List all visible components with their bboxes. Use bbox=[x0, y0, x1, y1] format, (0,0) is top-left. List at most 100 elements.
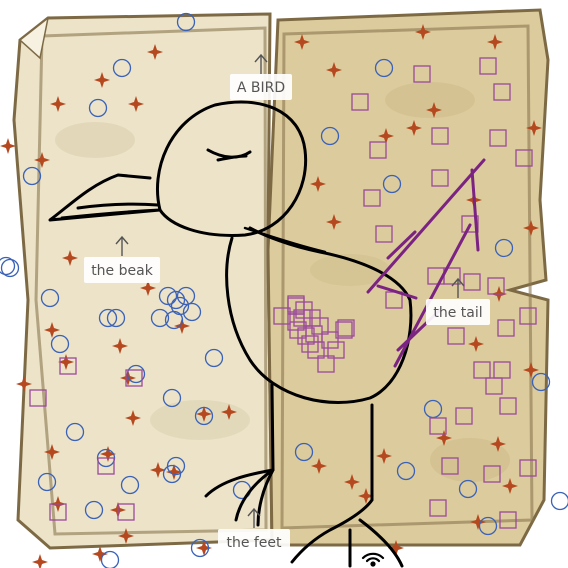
star-marker-icon bbox=[32, 554, 48, 568]
annotation-feet-label: the feet bbox=[226, 535, 282, 551]
circle-marker-icon bbox=[382, 174, 402, 194]
square-marker-icon bbox=[497, 319, 515, 337]
square-marker-icon bbox=[441, 457, 459, 475]
square-marker-icon bbox=[117, 503, 135, 521]
annotation-beak: the beak bbox=[84, 235, 160, 283]
square-marker-icon bbox=[363, 189, 381, 207]
square-marker-icon bbox=[487, 277, 505, 295]
annotation-title: A BIRD bbox=[230, 53, 292, 100]
square-marker-icon bbox=[369, 141, 387, 159]
tail-feather bbox=[470, 168, 480, 252]
bird-left-leg bbox=[204, 383, 275, 527]
circle-marker-icon bbox=[50, 334, 70, 354]
circle-marker-icon bbox=[374, 58, 394, 78]
square-marker-icon bbox=[375, 225, 393, 243]
paper-stain bbox=[310, 254, 390, 286]
circle-marker-icon bbox=[120, 475, 140, 495]
circle-marker-icon bbox=[182, 302, 202, 322]
square-marker-icon bbox=[327, 341, 345, 359]
paper-stain bbox=[430, 438, 510, 482]
square-marker-icon bbox=[317, 355, 335, 373]
square-marker-icon bbox=[431, 127, 449, 145]
wifi-signal-icon bbox=[361, 552, 385, 567]
circle-marker-icon bbox=[478, 516, 498, 536]
circle-marker-icon bbox=[550, 491, 568, 511]
circle-marker-icon bbox=[84, 500, 104, 520]
square-marker-icon bbox=[351, 93, 369, 111]
square-marker-icon bbox=[483, 465, 501, 483]
paper-right-inner-border bbox=[280, 24, 534, 530]
square-marker-icon bbox=[431, 169, 449, 187]
square-marker-icon bbox=[447, 327, 465, 345]
circle-marker-icon bbox=[204, 348, 224, 368]
circle-marker-icon bbox=[531, 372, 551, 392]
circle-marker-icon bbox=[176, 286, 196, 306]
map-markers bbox=[0, 12, 568, 568]
circle-marker-icon bbox=[126, 364, 146, 384]
circle-marker-icon bbox=[112, 58, 132, 78]
circle-marker-icon bbox=[40, 288, 60, 308]
square-marker-icon bbox=[49, 503, 67, 521]
circle-marker-icon bbox=[194, 406, 214, 426]
square-marker-icon bbox=[59, 357, 77, 375]
square-marker-icon bbox=[293, 309, 311, 327]
square-marker-icon bbox=[335, 321, 353, 339]
square-marker-icon bbox=[97, 457, 115, 475]
bird-head bbox=[155, 100, 308, 237]
circle-marker-icon bbox=[396, 461, 416, 481]
square-marker-icon bbox=[489, 129, 507, 147]
bird-eye bbox=[206, 148, 252, 162]
square-marker-icon bbox=[429, 499, 447, 517]
square-marker-icon bbox=[515, 149, 533, 167]
star-marker-icon bbox=[0, 138, 16, 154]
square-marker-icon bbox=[455, 407, 473, 425]
paper-folded-corner bbox=[18, 16, 50, 60]
circle-marker-icon bbox=[458, 479, 478, 499]
square-marker-icon bbox=[125, 369, 143, 387]
bird-right-leg bbox=[290, 403, 404, 568]
tail-feather bbox=[366, 158, 486, 294]
circle-marker-icon bbox=[162, 464, 182, 484]
circle-marker-icon bbox=[100, 550, 120, 568]
circle-marker-icon bbox=[37, 472, 57, 492]
circle-marker-icon bbox=[166, 456, 186, 476]
square-marker-icon bbox=[287, 295, 305, 313]
map-paper bbox=[12, 8, 550, 550]
circle-marker-icon bbox=[162, 388, 182, 408]
circle-marker-icon bbox=[88, 98, 108, 118]
square-marker-icon bbox=[29, 389, 47, 407]
circle-marker-icon bbox=[150, 308, 170, 328]
circle-marker-icon bbox=[190, 538, 210, 558]
circle-marker-icon bbox=[158, 286, 178, 306]
square-marker-icon bbox=[429, 417, 447, 435]
circle-marker-icon bbox=[0, 256, 16, 276]
square-marker-icon bbox=[463, 273, 481, 291]
tail-feather bbox=[386, 230, 417, 260]
circle-marker-icon bbox=[170, 296, 190, 316]
circle-marker-icon bbox=[65, 422, 85, 442]
square-marker-icon bbox=[461, 215, 479, 233]
paper-left-inner-border bbox=[34, 26, 268, 536]
star-marker-icon bbox=[92, 546, 108, 562]
paper-stain bbox=[55, 122, 135, 158]
circle-marker-icon bbox=[166, 290, 186, 310]
circle-marker-icon bbox=[176, 12, 196, 32]
square-marker-icon bbox=[493, 83, 511, 101]
square-marker-icon bbox=[413, 65, 431, 83]
annotation-feet: the feet bbox=[218, 507, 290, 555]
square-marker-icon bbox=[479, 57, 497, 75]
paper-stain bbox=[385, 82, 475, 118]
square-marker-icon bbox=[301, 335, 319, 353]
circle-marker-icon bbox=[0, 258, 20, 278]
circle-marker-icon bbox=[294, 442, 314, 462]
bird-drawing bbox=[48, 100, 413, 568]
square-marker-icon bbox=[485, 377, 503, 395]
circle-marker-icon bbox=[22, 166, 42, 186]
circle-marker-icon bbox=[106, 308, 126, 328]
annotation-title-label: A BIRD bbox=[237, 80, 285, 96]
square-marker-icon bbox=[473, 361, 491, 379]
bird-neck-lines bbox=[243, 226, 327, 254]
square-marker-icon bbox=[519, 459, 537, 477]
